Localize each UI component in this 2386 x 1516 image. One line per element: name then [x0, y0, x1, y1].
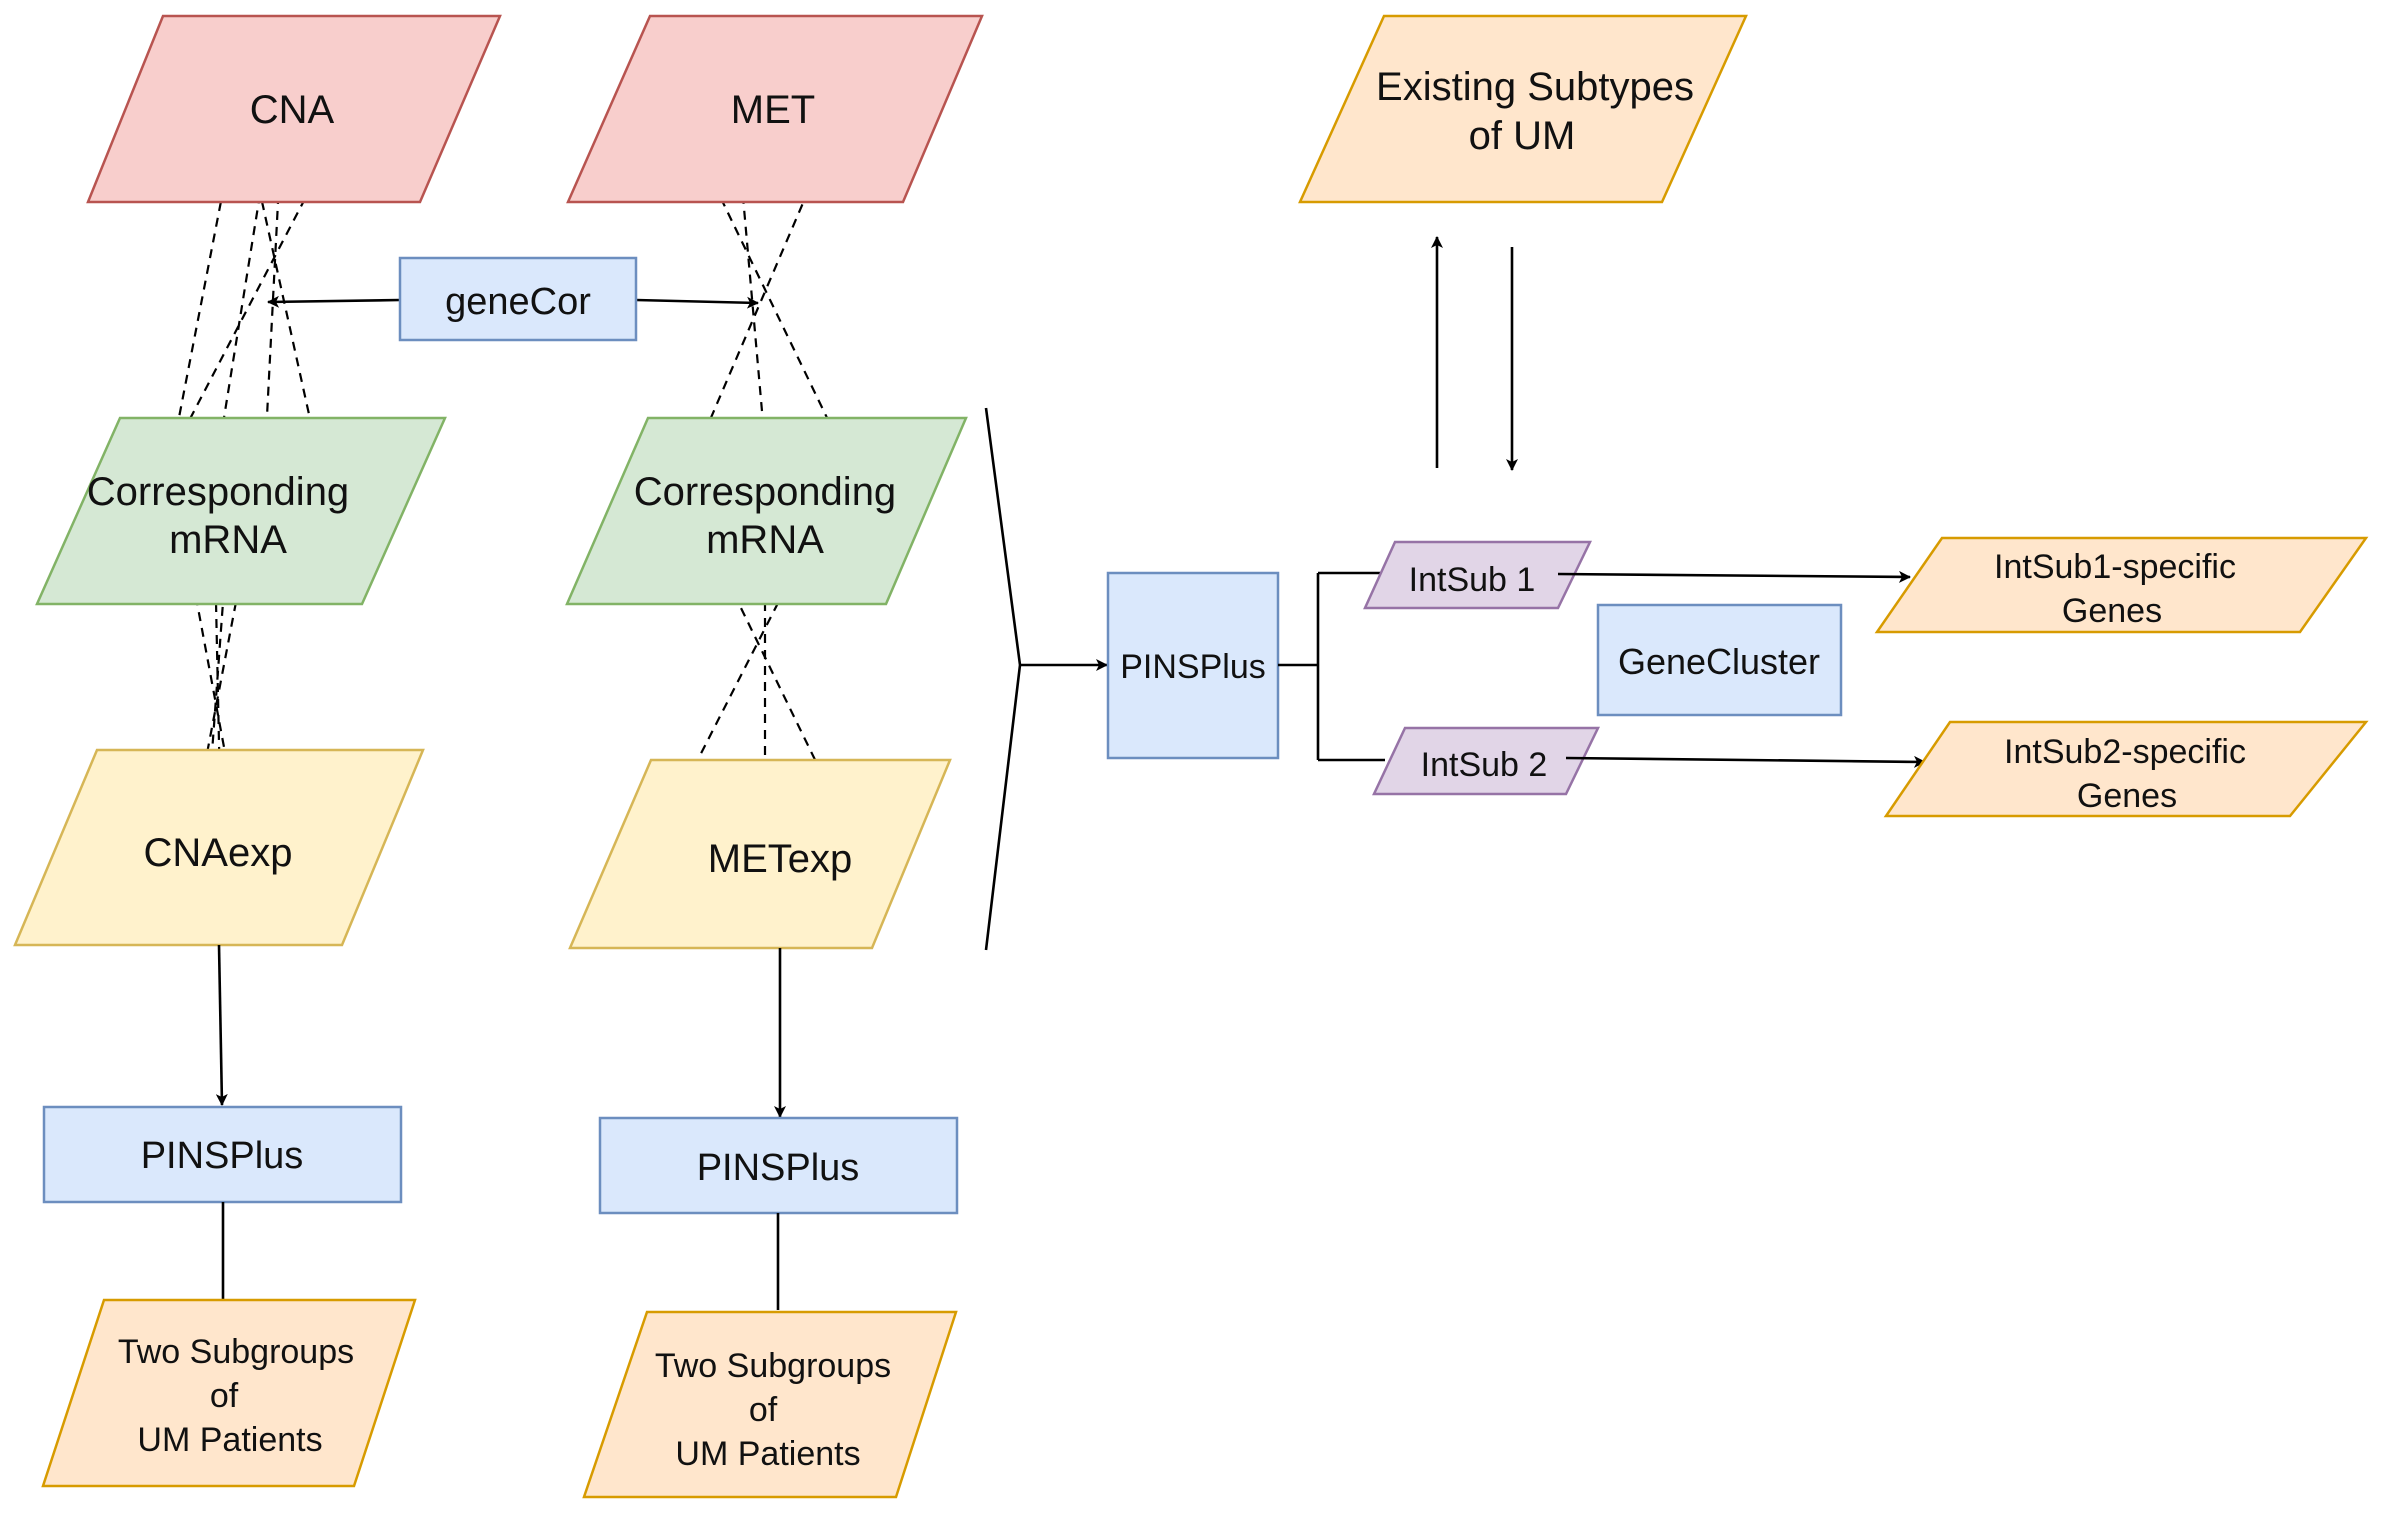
- met-label: MET: [731, 88, 815, 132]
- subgroups-mid-line3: UM Patients: [675, 1435, 860, 1473]
- mrna-left-label-line1: Corresponding: [87, 470, 349, 514]
- mrna-left-label-line2: mRNA: [169, 518, 287, 562]
- cna-node: CNA: [86, 14, 502, 204]
- intsub1-genes-line2: Genes: [2062, 592, 2162, 630]
- genecluster-node: GeneCluster: [1596, 603, 1843, 717]
- mrna-right-label-line2: mRNA: [706, 518, 824, 562]
- intsub2-label: IntSub 2: [1421, 746, 1548, 784]
- subgroups-left-line1: Two Subgroups: [118, 1333, 354, 1371]
- intsub1-to-genes-arrow: [1557, 570, 1911, 583]
- mrna-right-label-line1: Corresponding: [634, 470, 896, 514]
- metexp-node: METexp: [568, 758, 952, 950]
- pinsplus-center-node: PINSPlus: [1106, 571, 1280, 760]
- cna-mrna-dashed-links: [173, 154, 321, 456]
- intsub2-genes-line1: IntSub2-specific: [2004, 733, 2246, 771]
- cnaexp-node: CNAexp: [13, 748, 425, 947]
- genecor-node: geneCor: [398, 256, 638, 342]
- cnaexp-to-pinsplus-arrow: [215, 944, 228, 1106]
- met-mrna-dashed-links: [693, 154, 846, 456]
- existing-subtypes-line2: of UM: [1469, 114, 1576, 158]
- subgroups-mid-line2: of: [749, 1391, 778, 1429]
- subgroups-mid-line1: Two Subgroups: [655, 1347, 891, 1385]
- pinsplus-split-connector: [1278, 571, 1385, 762]
- intsub1-genes-node: IntSub1-specific Genes: [1874, 536, 2369, 634]
- pinsplus-left-node: PINSPlus: [42, 1105, 403, 1204]
- intsub1-node: IntSub 1: [1363, 540, 1592, 610]
- met-node: MET: [566, 14, 984, 204]
- intsub2-node: IntSub 2: [1372, 726, 1600, 796]
- intsub2-genes-node: IntSub2-specific Genes: [1883, 720, 2369, 818]
- pinsplus-mid-label: PINSPlus: [697, 1147, 860, 1189]
- intsub2-to-genes-arrow: [1565, 755, 1926, 768]
- cna-label: CNA: [250, 88, 335, 132]
- integration-brace: [984, 407, 1022, 951]
- mrna-right-node: Corresponding mRNA: [565, 416, 968, 606]
- existing-subtypes-node: Existing Subtypes of UM: [1298, 14, 1748, 204]
- subgroups-mid-node: Two Subgroups of UM Patients: [582, 1310, 958, 1499]
- genecluster-label: GeneCluster: [1618, 641, 1820, 682]
- genecor-to-cna-arrow: [267, 295, 401, 308]
- pinsplus-mid-node: PINSPlus: [598, 1116, 959, 1215]
- metexp-label: METexp: [708, 837, 853, 881]
- subgroups-left-line3: UM Patients: [137, 1421, 322, 1459]
- genecor-to-met-arrow: [635, 296, 759, 309]
- subgroups-left-node: Two Subgroups of UM Patients: [41, 1298, 417, 1488]
- pinsplus-left-label: PINSPlus: [141, 1135, 304, 1177]
- cnaexp-label: CNAexp: [144, 831, 293, 875]
- subgroups-left-line2: of: [210, 1377, 239, 1415]
- intsub1-genes-line1: IntSub1-specific: [1994, 548, 2236, 586]
- mrna-left-node: Corresponding mRNA: [35, 416, 447, 606]
- genecor-label: geneCor: [445, 281, 591, 323]
- pinsplus-center-label: PINSPlus: [1120, 648, 1266, 686]
- intsub1-label: IntSub 1: [1409, 561, 1536, 599]
- intsub2-genes-line2: Genes: [2077, 777, 2177, 815]
- existing-subtypes-line1: Existing Subtypes: [1376, 65, 1694, 109]
